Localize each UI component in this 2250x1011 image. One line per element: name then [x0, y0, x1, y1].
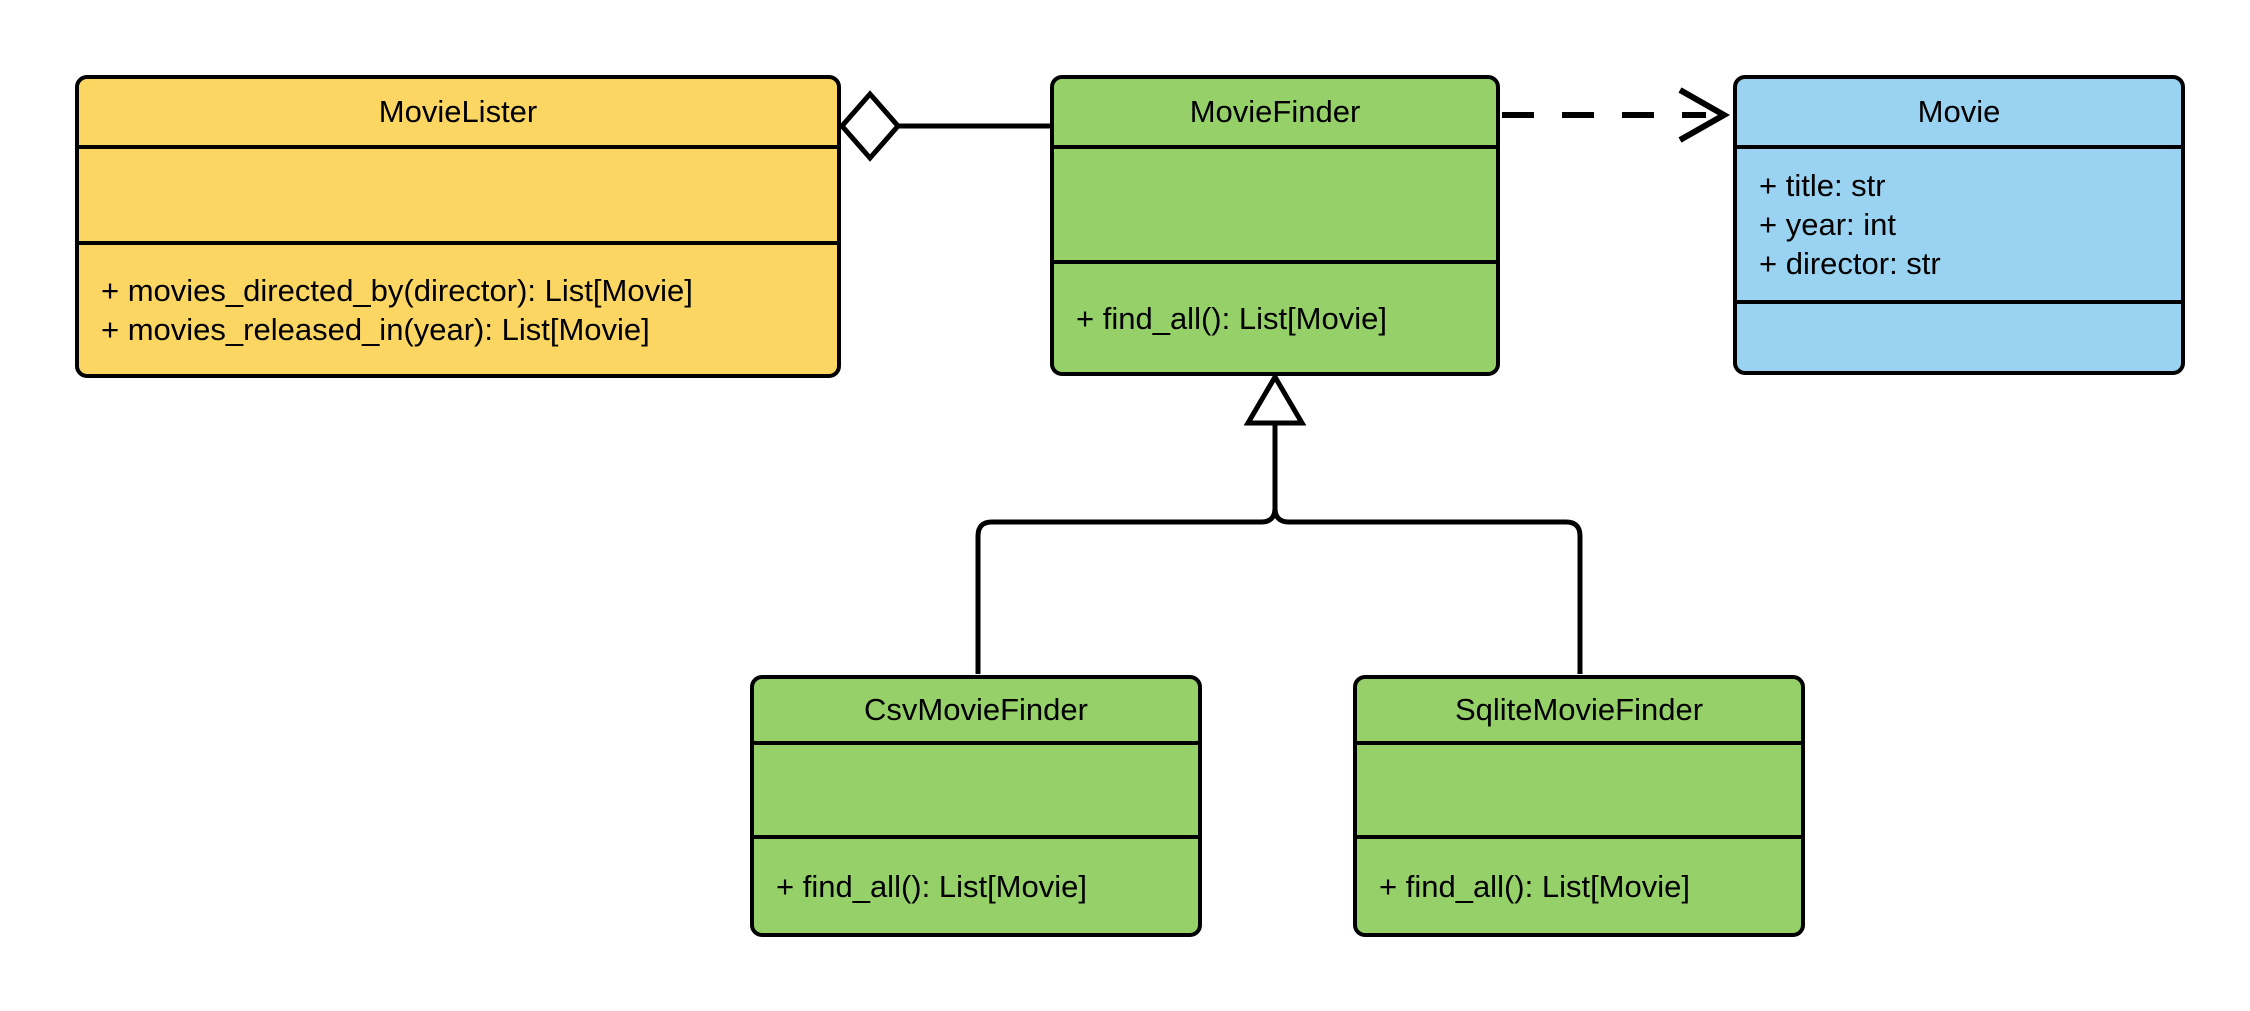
- method-find-all: + find_all(): List[Movie]: [1076, 300, 1387, 336]
- class-movie-attributes: + title: str + year: int + director: str: [1737, 145, 2181, 300]
- class-movielister-methods: + movies_directed_by(director): List[Mov…: [79, 241, 837, 374]
- class-sqlitemoviefinder-title: SqliteMovieFinder: [1454, 692, 1704, 727]
- class-sqlitemoviefinder-methods: + find_all(): List[Movie]: [1357, 835, 1801, 933]
- attribute-director: + director: str: [1759, 246, 1941, 281]
- class-movielister: MovieLister + movies_directed_by(directo…: [75, 75, 841, 378]
- method-movies-directed-by: + movies_directed_by(director): List[Mov…: [101, 272, 693, 308]
- aggregation-connector-movielister-moviefinder: [838, 90, 1052, 162]
- attribute-year: + year: int: [1759, 207, 1896, 242]
- method-movies-released-in: + movies_released_in(year): List[Movie]: [101, 311, 650, 347]
- aggregation-diamond-icon: [838, 90, 902, 162]
- inheritance-branch-sqlitemoviefinder: [1272, 424, 1583, 674]
- inheritance-triangle-icon: [1243, 372, 1307, 426]
- class-moviefinder-title: MovieFinder: [1189, 94, 1361, 129]
- attribute-title: + title: str: [1759, 168, 1886, 203]
- dependency-connector-moviefinder-movie: [1502, 87, 1731, 143]
- class-sqlitemoviefinder-attributes: [1357, 741, 1801, 835]
- inheritance-branch-csvmoviefinder: [975, 424, 1278, 674]
- class-moviefinder-methods: + find_all(): List[Movie]: [1054, 260, 1496, 372]
- class-csvmoviefinder: CsvMovieFinder + find_all(): List[Movie]: [750, 675, 1202, 937]
- class-movie-title: Movie: [1917, 94, 2001, 129]
- class-csvmoviefinder-title: CsvMovieFinder: [864, 692, 1088, 727]
- class-moviefinder-attributes: [1054, 145, 1496, 260]
- class-movie: Movie + title: str + year: int + directo…: [1733, 75, 2185, 375]
- method-find-all: + find_all(): List[Movie]: [776, 868, 1087, 904]
- class-movie-methods: [1737, 300, 2181, 371]
- class-movielister-attributes: [79, 145, 837, 241]
- class-sqlitemoviefinder: SqliteMovieFinder + find_all(): List[Mov…: [1353, 675, 1805, 937]
- class-moviefinder: MovieFinder + find_all(): List[Movie]: [1050, 75, 1500, 376]
- inheritance-connector-tree: [975, 372, 1583, 674]
- dependency-open-arrowhead-icon: [1678, 87, 1731, 143]
- class-csvmoviefinder-attributes: [754, 741, 1198, 835]
- class-movielister-title: MovieLister: [378, 94, 538, 129]
- method-find-all: + find_all(): List[Movie]: [1379, 868, 1690, 904]
- class-csvmoviefinder-methods: + find_all(): List[Movie]: [754, 835, 1198, 933]
